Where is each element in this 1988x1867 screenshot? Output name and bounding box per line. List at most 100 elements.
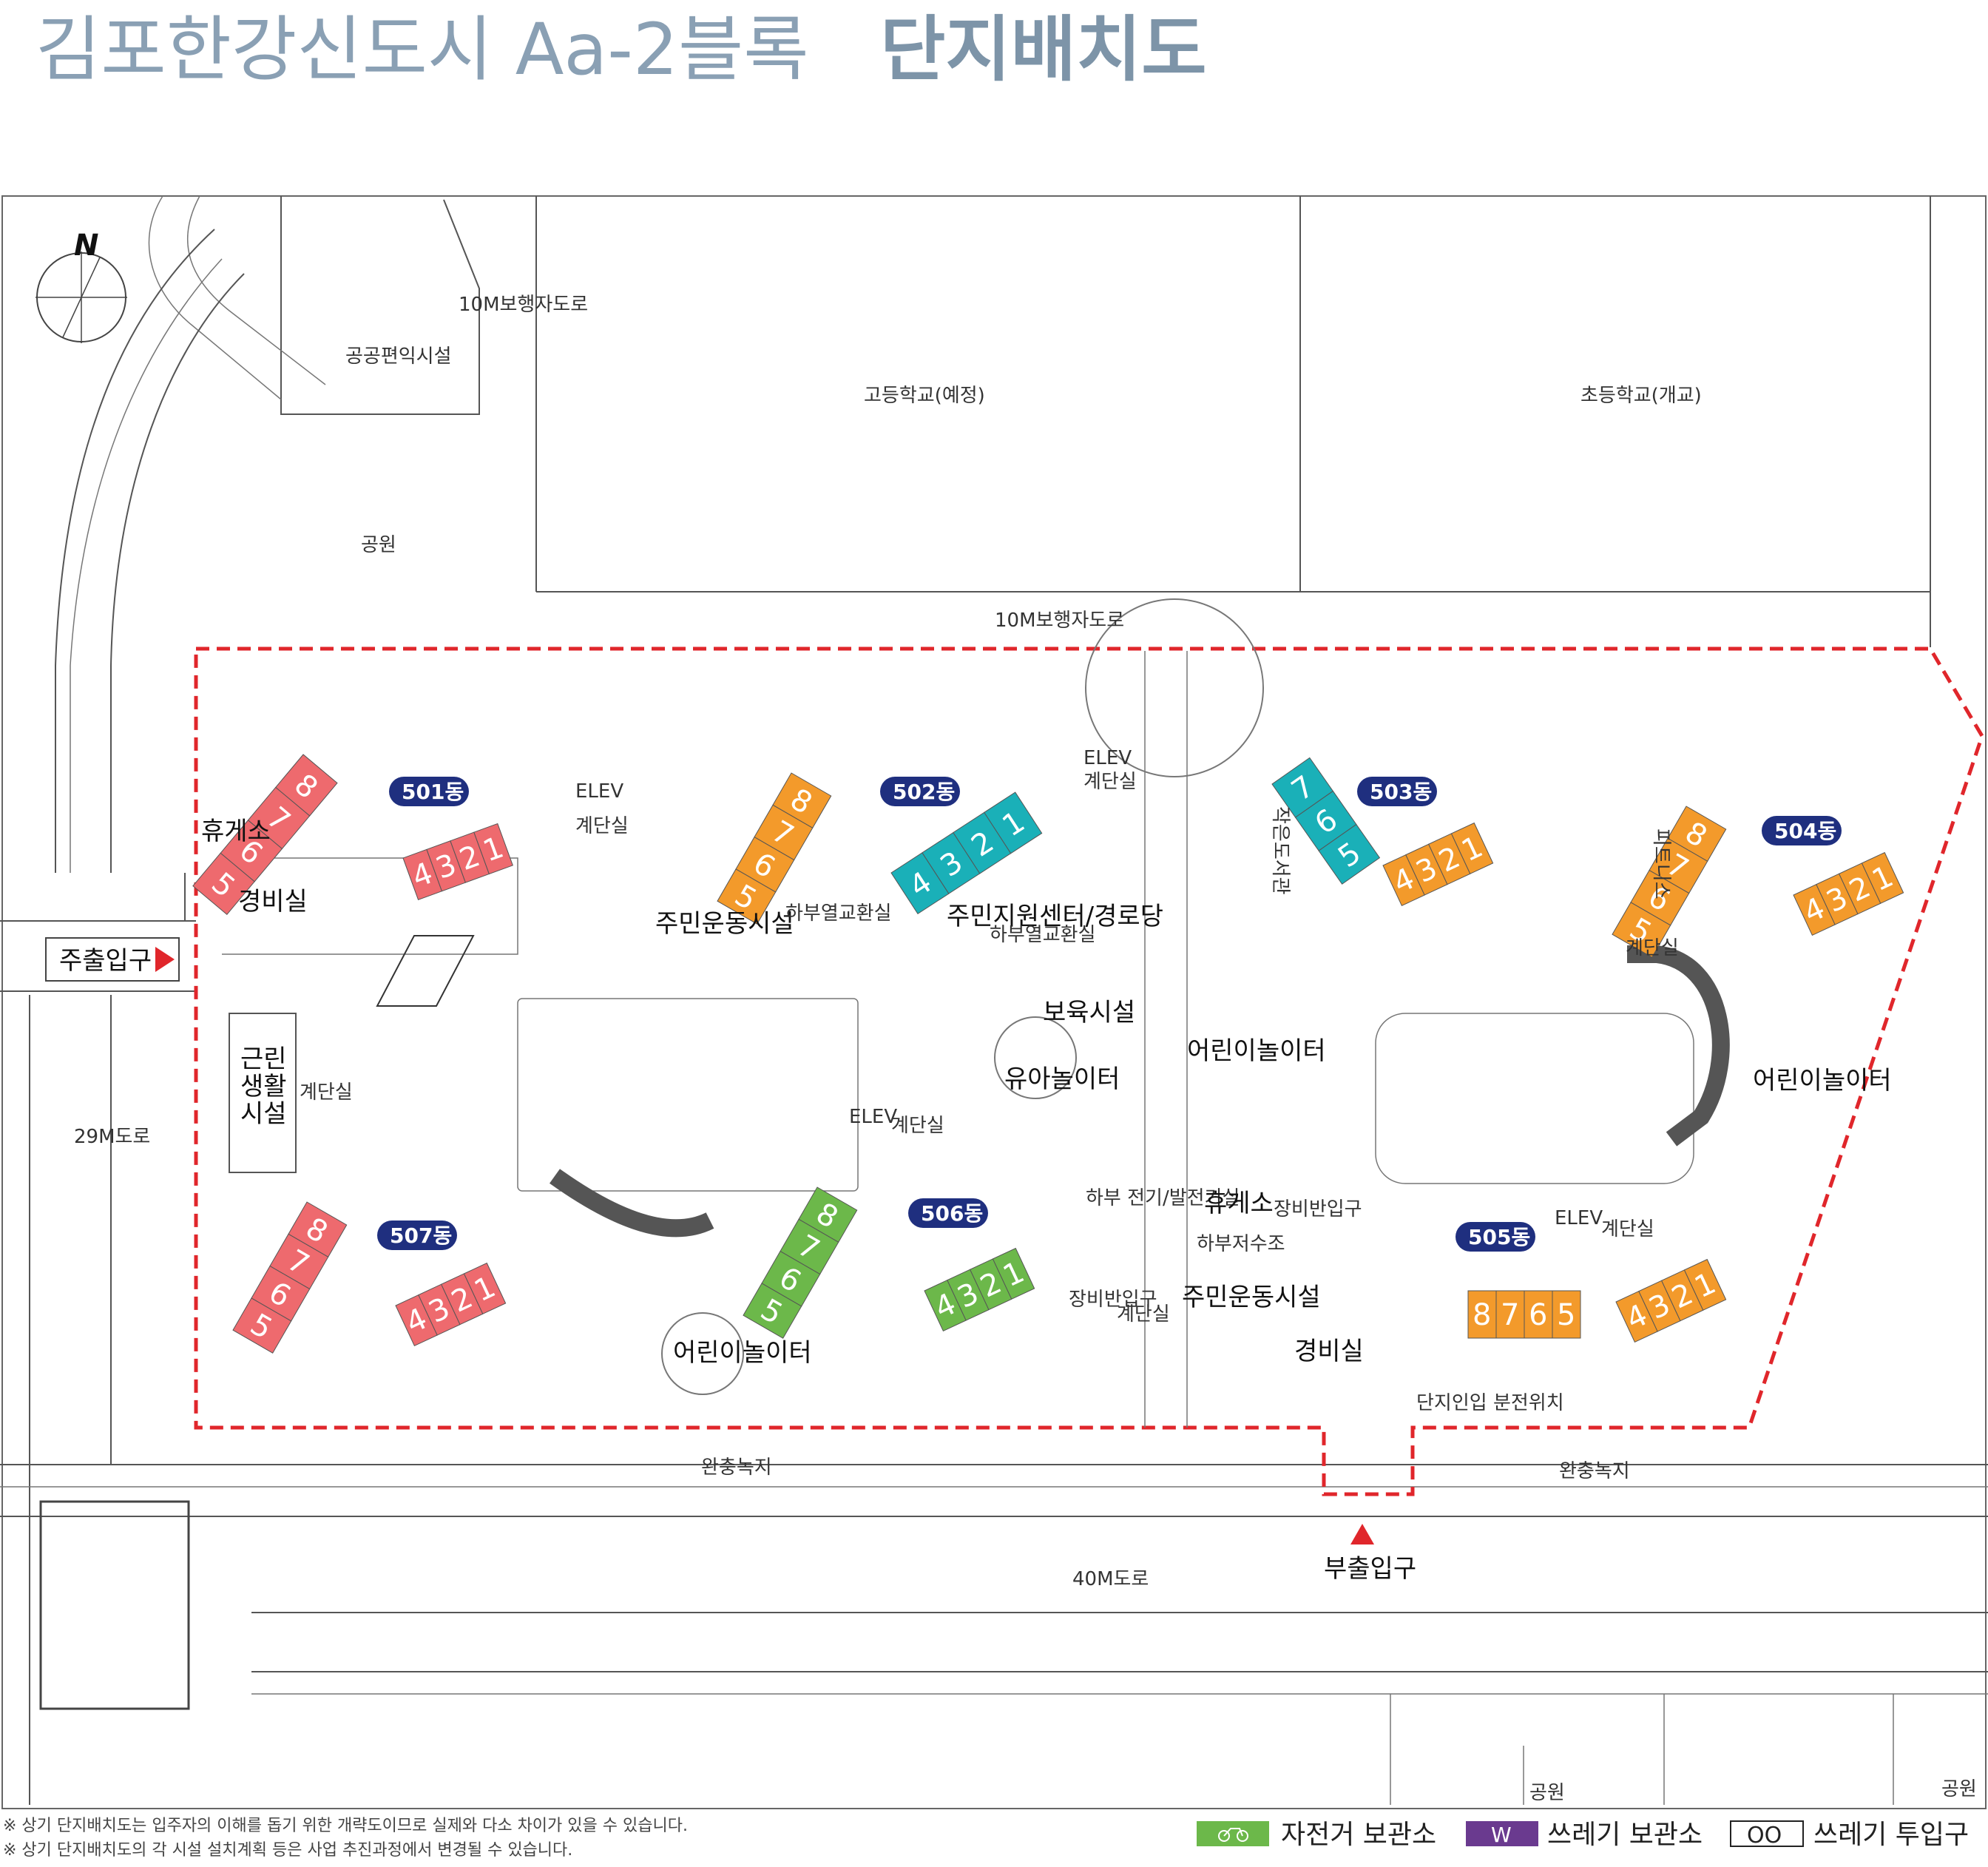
- label-ped-road-top: 10M보행자도로: [459, 294, 588, 316]
- building-506-wing-a: 8 7 6 5: [743, 1186, 858, 1339]
- building-501: 8 7 6 5 4 3 2 1 501동: [192, 754, 513, 915]
- internal-paths: [222, 598, 1730, 1428]
- label-elev-2: ELEV: [1083, 747, 1132, 769]
- building-502-wing-b: 4 3 2 1: [890, 791, 1043, 915]
- label-elementary: 초등학교(개교): [1580, 385, 1702, 407]
- building-502: 8 7 6 5 4 3 2 1 502동: [717, 772, 1043, 925]
- building-501-wing-a: 8 7 6 5: [192, 754, 338, 915]
- label-heat-2: 하부열교환실: [990, 924, 1096, 946]
- legend-waste-label: 쓰레기 보관소: [1547, 1820, 1703, 1850]
- building-504-badge: [1762, 816, 1842, 845]
- label-park-top: 공원: [361, 534, 396, 556]
- building-502-wing-a: 8 7 6 5: [717, 772, 832, 925]
- surrounding-parcels: [55, 195, 1931, 873]
- label-high-school: 고등학교(예정): [864, 385, 985, 407]
- main-entrance: 주출입구: [45, 937, 180, 982]
- label-electric: 하부 전기/발전기실: [1086, 1187, 1240, 1209]
- unit-505-6: 6: [1529, 1298, 1547, 1332]
- building-504-label: 504동: [1774, 819, 1836, 843]
- label-kids-play-2: 어린이놀이터: [1753, 1066, 1892, 1095]
- label-stair-7: 계단실: [1601, 1218, 1654, 1240]
- label-park-bottom-1: 공원: [1529, 1782, 1565, 1804]
- building-506-badge: [908, 1198, 988, 1228]
- label-stair-3: 계단실: [1626, 937, 1679, 959]
- label-nursery: 보육시설: [1043, 998, 1135, 1027]
- building-505-wing-a: 8 7 6 5: [1467, 1290, 1581, 1339]
- building-504: 8 7 6 5 4 3 2 1 504동: [1612, 806, 1904, 958]
- main-entrance-label: 주출입구: [59, 946, 152, 976]
- label-retail-3: 시설: [240, 1099, 287, 1129]
- building-501-label: 501동: [402, 780, 464, 804]
- legend-chute-label: 쓰레기 투입구: [1813, 1820, 1969, 1850]
- building-507-wing-a: 8 7 6 5: [232, 1201, 348, 1354]
- bicycle-icon: [1218, 1828, 1248, 1842]
- building-505-wing-b: 4 3 2 1: [1615, 1258, 1727, 1343]
- label-elev-4: ELEV: [1555, 1207, 1603, 1229]
- building-503-wing-b: 4 3 2 1: [1382, 822, 1494, 907]
- label-park-bottom-2: 공원: [1941, 1778, 1977, 1800]
- building-501-badge: [389, 777, 469, 806]
- legend-bike-swatch: [1197, 1821, 1269, 1846]
- label-library: 작은도서관: [1269, 806, 1291, 895]
- label-kids-play-1: 어린이놀이터: [1187, 1036, 1326, 1066]
- label-equip-2: 장비반입구: [1069, 1289, 1157, 1311]
- page-title-emphasis: 단지배치도: [880, 8, 1207, 91]
- label-water-tank: 하부저수조: [1197, 1233, 1285, 1255]
- legend-bike-label: 자전거 보관소: [1281, 1820, 1436, 1850]
- building-505-badge: [1456, 1222, 1535, 1252]
- building-501-wing-b: 4 3 2 1: [402, 823, 513, 901]
- label-buffer-left: 완충녹지: [701, 1456, 772, 1479]
- label-ped-road-mid: 10M보행자도로: [995, 610, 1124, 632]
- label-heat-1: 하부열교환실: [785, 902, 892, 925]
- note-1: ※ 상기 단지배치도는 입주자의 이해를 돕기 위한 개략도이므로 실제와 다소…: [3, 1817, 688, 1835]
- label-retail-1: 근린: [240, 1044, 287, 1074]
- label-community: 주민운동시설: [655, 909, 794, 939]
- building-502-badge: [880, 777, 960, 806]
- building-506-wing-b: 4 3 2 1: [924, 1247, 1035, 1332]
- label-rest-area-2: 휴게소: [1204, 1189, 1274, 1218]
- unit-505-8: 8: [1473, 1298, 1491, 1332]
- label-buffer-right: 완충녹지: [1559, 1460, 1630, 1482]
- building-507-label: 507동: [390, 1223, 452, 1248]
- building-502-label: 502동: [893, 780, 955, 804]
- building-507-badge: [377, 1221, 457, 1250]
- building-503-wing-a: 7 6 5: [1271, 757, 1381, 885]
- label-equip-1: 장비반입구: [1274, 1198, 1362, 1221]
- building-504-wing-a: 8 7 6 5: [1612, 806, 1727, 958]
- label-public-facility: 공공편익시설: [345, 345, 452, 368]
- building-506-label: 506동: [921, 1201, 983, 1226]
- building-503-badge: [1357, 777, 1437, 806]
- sub-entrance-arrow-icon: [1350, 1524, 1374, 1544]
- label-substation: 단지인입 분전위치: [1416, 1392, 1564, 1414]
- label-road-40m: 40M도로: [1072, 1568, 1149, 1590]
- building-507-wing-b: 4 3 2 1: [395, 1262, 507, 1347]
- page-title: 김포한강신도시 Aa-2블록: [36, 8, 809, 91]
- legend: 자전거 보관소 W 쓰레기 보관소 OO 쓰레기 투입구: [1197, 1820, 1969, 1850]
- sub-entrance: 부출입구: [1324, 1524, 1416, 1584]
- label-road-29m: 29M도로: [74, 1126, 150, 1148]
- unit-505-5: 5: [1557, 1298, 1575, 1332]
- label-elev-3: ELEV: [849, 1106, 897, 1128]
- label-community-2: 주민운동시설: [1182, 1283, 1321, 1312]
- label-stair-5: 계단실: [891, 1115, 944, 1137]
- label-support-center: 주민지원센터/경로당: [947, 902, 1163, 931]
- label-guard-1: 경비실: [238, 887, 308, 916]
- map-frame: [1, 195, 1987, 1809]
- facility-labels: 휴게소 경비실 ELEV 계단실 ELEV 계단실 주민운동시설 하부열교환실 …: [201, 747, 1892, 1414]
- building-505: 8 7 6 5 4 3 2 1 505동: [1456, 1222, 1727, 1343]
- label-stair-4: 계단실: [300, 1081, 353, 1104]
- building-506: 8 7 6 5 4 3 2 1 506동: [743, 1186, 1035, 1339]
- label-stair-1: 계단실: [575, 815, 629, 837]
- label-retail-2: 생활: [240, 1072, 287, 1101]
- legend-chute-swatch: [1730, 1820, 1804, 1847]
- area-labels: 10M보행자도로 공공편익시설 고등학교(예정) 초등학교(개교) 공원 10M…: [74, 294, 1977, 1804]
- compass-icon: N: [36, 229, 127, 343]
- label-stair-2: 계단실: [1083, 771, 1137, 793]
- label-fitness: 피트니스: [1650, 828, 1672, 899]
- label-rest-area-1: 휴게소: [201, 817, 271, 846]
- label-guard-2: 경비실: [1294, 1337, 1364, 1366]
- note-2: ※ 상기 단지배치도의 각 시설 설치계획 등은 사업 추진과정에서 변경될 수…: [3, 1841, 572, 1860]
- legend-chute-mark: OO: [1747, 1823, 1782, 1849]
- main-entrance-arrow-icon: [155, 947, 175, 972]
